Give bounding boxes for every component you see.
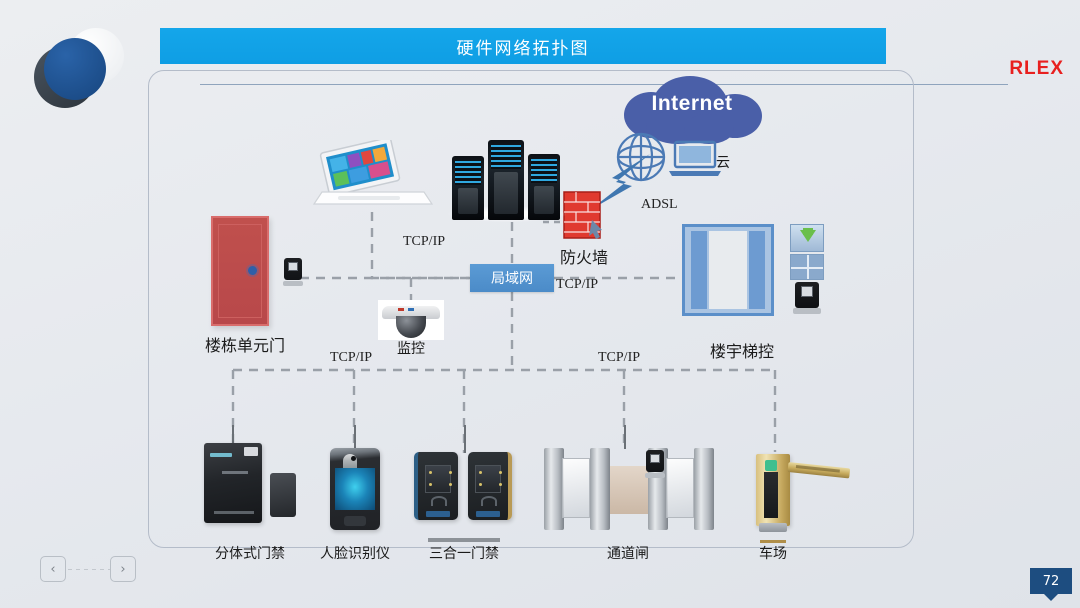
split-access-control-icon <box>204 443 296 531</box>
server-rack-icon <box>452 138 560 220</box>
brand-rule <box>200 84 1008 85</box>
device-label-1: 人脸识别仪 <box>320 546 390 562</box>
turnstile-antenna <box>624 425 626 449</box>
device-label-2: 三合一门禁 <box>429 546 499 562</box>
diagram-frame <box>148 70 914 548</box>
logo-circle-blue <box>44 38 106 100</box>
three-in-one-antenna <box>464 425 466 453</box>
globe-icon <box>616 132 666 182</box>
lightning-bolt-icon <box>590 154 650 210</box>
brand-name: RLEX <box>1009 58 1064 79</box>
door-knob-icon <box>248 266 257 275</box>
camera-label: 监控 <box>397 341 425 357</box>
page-number-badge: 72 <box>1030 568 1072 601</box>
firewall-label: 防火墙 <box>559 248 608 267</box>
link-label-tcpip-3: TCP/IP <box>330 350 373 365</box>
nav-connector <box>68 569 110 570</box>
face-recognition-icon <box>330 448 380 530</box>
parking-barrier-icon <box>756 448 852 543</box>
building-door-label: 楼栋单元门 <box>204 336 285 355</box>
device-label-0: 分体式门禁 <box>215 546 285 562</box>
turnstile-card-reader-icon <box>645 450 665 478</box>
elevator-icon <box>682 224 774 316</box>
lan-label: 局域网 <box>491 271 533 287</box>
lan-node[interactable]: 局域网 <box>470 264 554 292</box>
prev-slide-button[interactable]: ‹ <box>40 556 66 582</box>
slide-title-banner: 硬件网络拓扑图 <box>160 28 886 64</box>
link-label-tcpip-4: TCP/IP <box>598 350 641 365</box>
turnstile-gate-icon <box>544 448 714 532</box>
device-label-4: 车场 <box>759 546 787 562</box>
elevator-down-arrow-icon <box>790 224 824 252</box>
adsl-label: ADSL <box>641 197 678 212</box>
internet-cloud-icon <box>622 76 762 148</box>
device-label-3: 通道闸 <box>607 546 649 562</box>
elevator-label: 楼宇梯控 <box>709 342 774 361</box>
next-slide-button[interactable]: › <box>110 556 136 582</box>
face-recognition-antenna <box>354 425 356 449</box>
building-door-icon <box>211 216 269 326</box>
laptop-icon <box>669 140 721 176</box>
dome-camera-icon <box>378 300 444 340</box>
three-in-one-access-icon <box>414 452 514 542</box>
slide-title: 硬件网络拓扑图 <box>456 38 590 59</box>
laptop-icon <box>312 140 434 205</box>
brand-logo <box>28 24 128 114</box>
elevator-floor-display-icon <box>790 254 824 280</box>
elevator-card-reader-icon <box>793 282 821 314</box>
link-label-tcpip-1: TCP/IP <box>403 234 446 249</box>
cloud-chinese-label: 云 <box>716 155 730 171</box>
slide-navigation: ‹ › <box>40 556 140 586</box>
door-card-reader-icon <box>283 258 303 286</box>
split-access-antenna <box>232 425 234 444</box>
link-label-tcpip-2: TCP/IP <box>556 277 599 292</box>
firewall-brick-icon <box>563 191 602 239</box>
internet-label: Internet <box>651 92 733 115</box>
